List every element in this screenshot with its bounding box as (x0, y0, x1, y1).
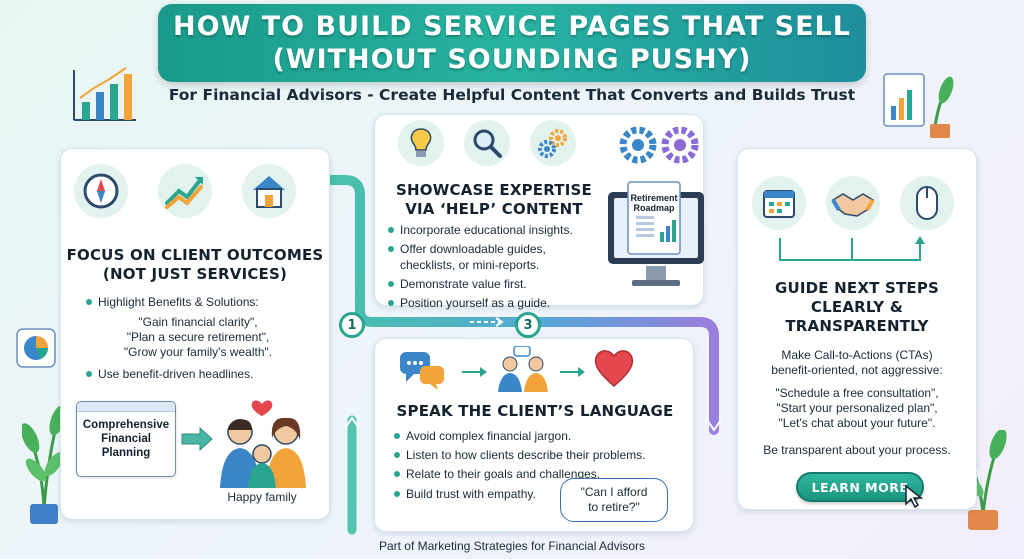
card-titlebar (77, 402, 175, 412)
monitor-icon (608, 181, 704, 286)
speech-bubble-line1: "Can I afford (580, 485, 648, 499)
subtitle: For Financial Advisors - Create Helpful … (168, 86, 856, 104)
section3-bullet-3: Build trust with empathy. (392, 486, 562, 502)
section1-heading-line1: FOCUS ON CLIENT OUTCOMES (66, 246, 324, 264)
flow-arrows-icon (779, 236, 925, 261)
speech-bubble-line2: to retire?" (588, 500, 640, 514)
chat-bubbles-icon (400, 352, 444, 390)
document-title-line2: Roadmap (633, 203, 675, 213)
family-icon (220, 400, 306, 488)
footer: Part of Marketing Strategies for Financi… (378, 539, 646, 553)
step-badge-3: 3 (515, 312, 541, 338)
lightbulb-icon (398, 120, 444, 166)
step-badge-1: 1 (339, 312, 365, 338)
magnifier-icon (464, 120, 510, 166)
gears-small-icon (530, 120, 576, 166)
arrow-small-1-icon (462, 367, 487, 377)
section4-quote-2: "Start your personalized plan", (776, 401, 938, 415)
section2-bullet-1: Offer downloadable guides, checklists, o… (386, 241, 604, 273)
section2-bullet-3: Position yourself as a guide. (386, 295, 604, 311)
section4-heading-line3: TRANSPARENTLY (785, 317, 929, 335)
report-decoration-icon (883, 73, 954, 138)
arrow-right-icon (181, 426, 213, 452)
house-icon (242, 164, 296, 218)
section4-heading-line1: GUIDE NEXT STEPS (774, 279, 940, 297)
heart-icon (594, 350, 634, 387)
comprehensive-planning-card: Comprehensive Financial Planning (76, 401, 176, 477)
section2-heading-line2: VIA ‘HELP’ CONTENT (405, 200, 583, 218)
section3-bullet-1: Listen to how clients describe their pro… (392, 447, 692, 463)
learn-more-button[interactable]: LEARN MORE (796, 472, 924, 502)
section4-heading-line2: CLEARLY & (810, 298, 904, 316)
card-label: Comprehensive Financial Planning (82, 419, 170, 459)
section4-intro-line2: benefit-oriented, not aggressive: (771, 363, 943, 377)
section1-bullets: Highlight Benefits & Solutions: (84, 294, 324, 313)
speech-bubble: "Can I afford to retire?" (560, 478, 668, 522)
section2-heading-line1: SHOWCASE EXPERTISE (396, 181, 592, 199)
section3-bullet-2: Relate to their goals and challenges. (392, 466, 692, 482)
section4-quote-1: "Schedule a free consultation", (775, 386, 939, 400)
document-title-line1: Retirement (630, 193, 678, 203)
section1-quote-2: "Plan a secure retirement", (126, 330, 270, 344)
section1-quote-1: "Gain financial clarity", (138, 315, 258, 329)
section1-bullet-headlines: Use benefit-driven headlines. (84, 366, 324, 382)
section1-heading-line2: (NOT JUST SERVICES) (102, 265, 288, 283)
family-label: Happy family (227, 490, 297, 504)
title-line-1: HOW TO BUILD SERVICE PAGES THAT SELL (173, 11, 851, 42)
calendar-icon (752, 176, 806, 230)
arrow-small-2-icon (560, 367, 585, 377)
section4-closing: Be transparent about your process. (763, 443, 951, 457)
gears-icon (619, 126, 699, 164)
section1-bullet-benefits: Highlight Benefits & Solutions: (84, 294, 324, 310)
section1-bullets-2: Use benefit-driven headlines. (84, 366, 324, 385)
section3-bullet-0: Avoid complex financial jargon. (392, 428, 692, 444)
title-banner: HOW TO BUILD SERVICE PAGES THAT SELL (WI… (158, 4, 866, 82)
section3-bullets: Avoid complex financial jargon. Listen t… (392, 428, 692, 485)
section2-bullet-0: Incorporate educational insights. (386, 222, 604, 238)
section2-bullet-2: Demonstrate value first. (386, 276, 604, 292)
handshake-icon (826, 176, 880, 230)
cursor-icon (905, 484, 924, 508)
section1-quote-3: "Grow your family's wealth". (123, 345, 273, 359)
section3-heading: SPEAK THE CLIENT’S LANGUAGE (396, 402, 674, 420)
mouse-icon (900, 176, 954, 230)
people-talking-icon (498, 346, 548, 392)
section4-quote-3: "Let's chat about your future". (778, 416, 936, 430)
learn-more-label: LEARN MORE (811, 479, 909, 495)
title-line-2: (WITHOUT SOUNDING PUSHY) (272, 44, 752, 75)
pie-chart-icon (16, 328, 56, 368)
growth-chart-icon (158, 164, 212, 218)
compass-icon (74, 164, 128, 218)
bar-chart-decoration-icon (73, 67, 136, 121)
section4-intro-line1: Make Call-to-Actions (CTAs) (781, 348, 933, 362)
section2-bullets: Incorporate educational insights. Offer … (386, 222, 604, 314)
section3-bullets-2: Build trust with empathy. (392, 486, 562, 505)
